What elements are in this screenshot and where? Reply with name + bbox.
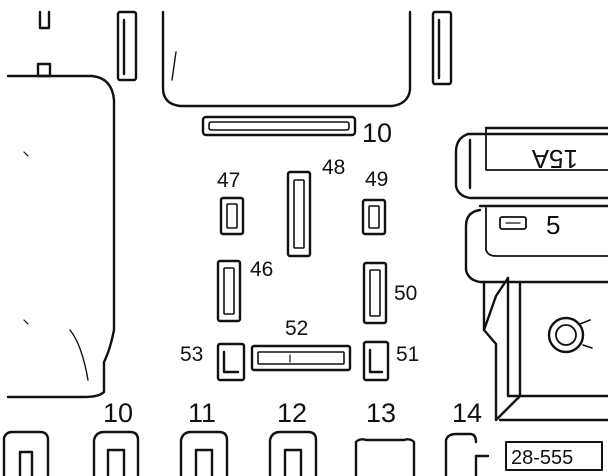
- fuse-15a-rating: 15A: [531, 144, 578, 174]
- terminal-49: [361, 198, 387, 236]
- terminal-52: [250, 344, 352, 372]
- terminal-46: [216, 259, 242, 323]
- label-terminal-53: 53: [180, 343, 203, 366]
- label-bottom-12: 12: [277, 398, 307, 428]
- bottom-connector-13: [354, 438, 416, 476]
- terminal-48: [286, 170, 312, 258]
- figure-id-box: [505, 441, 603, 471]
- label-terminal-10-top: 10: [362, 118, 392, 148]
- label-terminal-48: 48: [322, 156, 345, 179]
- bottom-connector-partial: [2, 430, 50, 476]
- fuse-5-rating: 5: [546, 210, 560, 240]
- bottom-connector-14: [444, 432, 490, 476]
- top-left-pin: [36, 10, 52, 78]
- label-bottom-10: 10: [103, 398, 133, 428]
- relay-bracket: [482, 276, 608, 422]
- fuse-5: [464, 204, 608, 284]
- label-terminal-50: 50: [394, 282, 417, 305]
- bottom-connector-11: [179, 430, 229, 476]
- label-terminal-51: 51: [396, 343, 419, 366]
- left-housing-inner: [69, 329, 89, 381]
- label-terminal-47: 47: [217, 169, 240, 192]
- label-bottom-11: 11: [188, 398, 216, 428]
- left-housing: [6, 74, 116, 399]
- terminal-51: [362, 340, 390, 382]
- label-bottom-14: 14: [452, 398, 482, 428]
- terminal-10-top: [201, 115, 357, 137]
- bottom-connector-10: [92, 430, 140, 476]
- fuse-15a: [454, 126, 608, 200]
- label-terminal-52: 52: [285, 317, 308, 340]
- terminal-53: [216, 342, 246, 382]
- label-bottom-13: 13: [366, 398, 396, 428]
- top-pin-left: [116, 10, 138, 82]
- label-terminal-46: 46: [250, 258, 273, 281]
- bolt-icon: [547, 316, 593, 354]
- terminal-50: [362, 261, 388, 325]
- figure-id: 28-555: [511, 447, 573, 469]
- terminal-47: [219, 196, 245, 236]
- top-relay-housing: [161, 10, 412, 108]
- bottom-connector-12: [268, 430, 318, 476]
- label-terminal-49: 49: [365, 168, 388, 191]
- top-pin-right: [431, 10, 453, 86]
